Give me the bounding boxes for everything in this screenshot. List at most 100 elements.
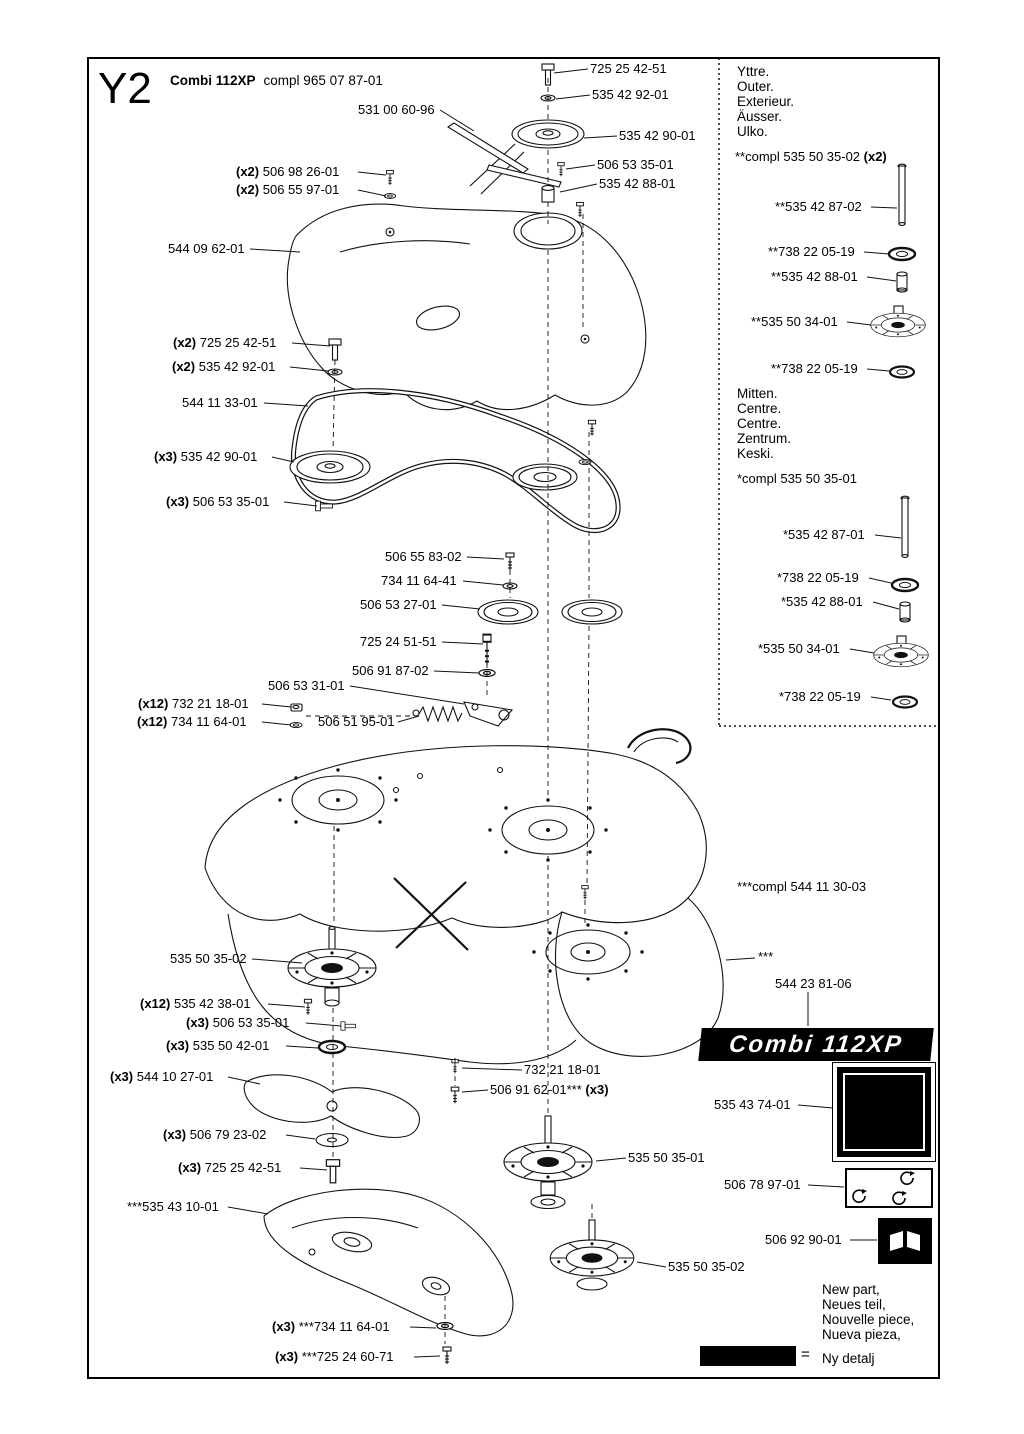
part-callout: *738 22 05-19: [779, 689, 861, 704]
part-callout: 725 25 42-51: [590, 61, 667, 76]
legend-line: Ny detalj: [822, 1351, 875, 1366]
part-callout: 506 55 83-02: [385, 549, 462, 564]
legend-line: Neues teil,: [822, 1297, 886, 1312]
rotation-symbols-decal: [845, 1168, 933, 1208]
deflector-guard: [263, 1188, 514, 1365]
language-label: Mitten.: [737, 386, 778, 401]
belt-cover: [286, 169, 647, 411]
centre-language-list: Mitten. Centre. Centre. Zentrum. Keski.: [737, 386, 791, 461]
assembly-compl: compl 965 07 87-01: [263, 73, 383, 88]
part-callout: 506 53 27-01: [360, 597, 437, 612]
new-part-legend: New part, Neues teil, Nouvelle piece, Nu…: [822, 1282, 914, 1366]
black-label-decal: [832, 1062, 936, 1162]
assembly-title: Combi 112XP compl 965 07 87-01: [170, 73, 383, 88]
language-label: Yttre.: [737, 64, 770, 79]
part-callout: 544 23 81-06: [775, 976, 852, 991]
legend-line: New part,: [822, 1282, 880, 1297]
part-callout: 535 42 90-01: [619, 128, 696, 143]
deck-studs: [450, 1059, 460, 1104]
part-callout: 535 42 88-01: [599, 176, 676, 191]
part-callout: (x12) 734 11 64-01: [137, 714, 247, 729]
part-callout: 506 91 87-02: [352, 663, 429, 678]
part-callout: 535 50 35-01: [628, 1150, 705, 1165]
part-callout: (x3) 506 53 35-01: [166, 494, 270, 509]
drive-belt-and-pulleys: [289, 388, 621, 534]
part-callout: 506 51 95-01: [318, 714, 395, 729]
part-callout: (x12) 535 42 38-01: [140, 996, 251, 1011]
part-callout: *535 50 34-01: [758, 641, 840, 656]
part-callout: 535 42 92-01: [592, 87, 669, 102]
part-callout: 506 53 31-01: [268, 678, 345, 693]
part-callout: 531 00 60-96: [358, 102, 435, 117]
part-callout: **738 22 05-19: [771, 361, 858, 376]
part-callout: *738 22 05-19: [777, 570, 859, 585]
black-label-border: [843, 1073, 925, 1151]
part-callout: 544 09 62-01: [168, 241, 245, 256]
side-panel-divider: [718, 58, 938, 727]
part-callout: (x3) ***725 24 60-71: [275, 1349, 394, 1364]
manual-decal: [878, 1218, 932, 1264]
sheet-code: Y2: [98, 64, 152, 113]
book-icon: [890, 1231, 920, 1251]
part-callout: (x12) 732 21 18-01: [138, 696, 249, 711]
blade-assembly: [243, 1074, 420, 1184]
part-callout: *535 42 87-01: [783, 527, 865, 542]
spindle-assembly-left: [287, 926, 377, 1055]
part-callout: 734 11 64-41: [381, 573, 457, 588]
top-pulley-parts: [446, 63, 585, 203]
part-callout: 725 24 51-51: [360, 634, 437, 649]
spindle-assembly-bottom: [549, 1219, 635, 1291]
part-callout: 535 50 35-02: [170, 951, 247, 966]
part-callout: 506 91 62-01*** (x3): [490, 1082, 609, 1097]
part-callout: (x2) 535 42 92-01: [172, 359, 276, 374]
idler-pulley-parts: [289, 552, 623, 729]
centerlines: [306, 78, 593, 1344]
part-callout: ***535 43 10-01: [127, 1199, 219, 1214]
spindle-assembly-right: [503, 1115, 593, 1210]
black-label-face: [837, 1067, 931, 1157]
combi-112xp-decal: Combi 112XP: [698, 1028, 934, 1061]
model-name: Combi 112XP: [170, 73, 256, 88]
part-callout: *compl 535 50 35-01: [737, 471, 857, 486]
part-callout: (x3) 544 10 27-01: [110, 1069, 214, 1084]
part-callout: (x2) 506 98 26-01: [236, 164, 340, 179]
language-label: Zentrum.: [737, 431, 792, 446]
language-label: Äusser.: [737, 109, 783, 124]
language-label: Centre.: [737, 416, 782, 431]
legend-line: Nouvelle piece,: [822, 1312, 915, 1327]
equals-sign: =: [801, 1346, 810, 1363]
outer-language-list: Yttre. Outer. Exterieur. Äusser. Ulko.: [737, 64, 794, 139]
part-callout: ***: [758, 949, 774, 964]
legend-line: Nueva pieza,: [822, 1327, 901, 1342]
part-callout: (x3) 506 53 35-01: [186, 1015, 290, 1030]
mower-deck: [204, 728, 724, 1065]
part-callout: (x2) 725 25 42-51: [173, 335, 277, 350]
part-callout: 535 43 74-01: [714, 1097, 791, 1112]
language-label: Exterieur.: [737, 94, 795, 109]
part-callout: (x3) ***734 11 64-01: [272, 1319, 390, 1334]
new-part-marker: [700, 1346, 796, 1366]
part-callout: 506 53 35-01: [597, 157, 674, 172]
part-callout: **535 42 88-01: [771, 269, 858, 284]
language-label: Centre.: [737, 401, 782, 416]
part-callout: 535 50 35-02: [668, 1259, 745, 1274]
part-callout: (x3) 535 50 42-01: [166, 1038, 270, 1053]
part-callout: 544 11 33-01: [182, 395, 258, 410]
part-callout: (x3) 506 79 23-02: [163, 1127, 267, 1142]
language-label: Ulko.: [737, 124, 768, 139]
part-callout: 506 78 97-01: [724, 1177, 801, 1192]
part-callout: *535 42 88-01: [781, 594, 863, 609]
part-callout: (x3) 725 25 42-51: [178, 1160, 282, 1175]
drawing-frame: [87, 57, 940, 1379]
rotation-arrows-icon: [852, 1171, 915, 1205]
centre-spindle-stack: [873, 495, 929, 709]
part-callout: (x2) 506 55 97-01: [236, 182, 340, 197]
part-callout: **535 50 34-01: [751, 314, 838, 329]
language-label: Keski.: [737, 446, 774, 461]
part-callout: **738 22 05-19: [768, 244, 855, 259]
outer-spindle-stack: [870, 163, 926, 379]
part-callout: **compl 535 50 35-02 (x2): [735, 149, 887, 164]
part-callout: (x3) 535 42 90-01: [154, 449, 258, 464]
